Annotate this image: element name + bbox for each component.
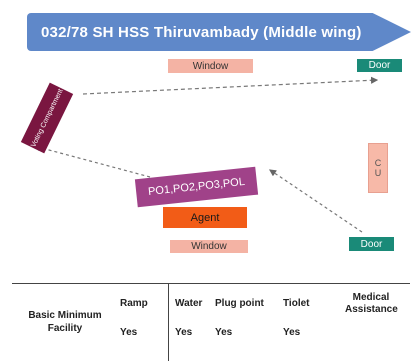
polling-officers-table: PO1,PO2,PO3,POL (134, 166, 259, 208)
agent-label: Agent (190, 211, 220, 224)
column-ramp: Ramp (120, 298, 148, 309)
door-bottom-label: Door (360, 238, 383, 250)
column-toilet: Tiolet (283, 298, 310, 309)
door-bottom: Door (349, 237, 394, 251)
door-top: Door (357, 59, 402, 72)
title-banner: 032/78 SH HSS Thiruvambady (Middle wing) (27, 13, 411, 51)
facility-row-header: Basic Minimum Facility (28, 310, 102, 334)
control-unit-label-2: U (374, 168, 382, 178)
table-divider (168, 284, 169, 361)
column-medical-assistance: Medical Assistance (345, 292, 398, 315)
window-top: Window (168, 59, 253, 73)
voting-compartment: Voting Compartment (20, 82, 74, 154)
value-ramp: Yes (120, 327, 138, 338)
value-toilet: Yes (283, 327, 301, 338)
flow-arrow-entry (269, 169, 363, 233)
window-bottom: Window (170, 240, 248, 253)
title-text: 032/78 SH HSS Thiruvambady (Middle wing) (41, 23, 362, 41)
value-water: Yes (175, 327, 193, 338)
window-top-label: Window (192, 60, 229, 72)
window-bottom-label: Window (191, 241, 227, 252)
control-unit: C U (368, 143, 388, 193)
column-plug-point: Plug point (215, 298, 264, 309)
column-water: Water (175, 298, 203, 309)
door-top-label: Door (368, 60, 391, 71)
agent-table: Agent (163, 207, 247, 228)
polling-officers-label: PO1,PO2,PO3,POL (147, 175, 246, 199)
voting-compartment-label: Voting Compartment (29, 87, 65, 149)
table-top-border (12, 283, 410, 284)
value-plug-point: Yes (215, 327, 233, 338)
flow-arrow-top (82, 76, 379, 95)
flow-arrow-bottom-left (32, 144, 151, 178)
control-unit-label-1: C (374, 158, 382, 168)
